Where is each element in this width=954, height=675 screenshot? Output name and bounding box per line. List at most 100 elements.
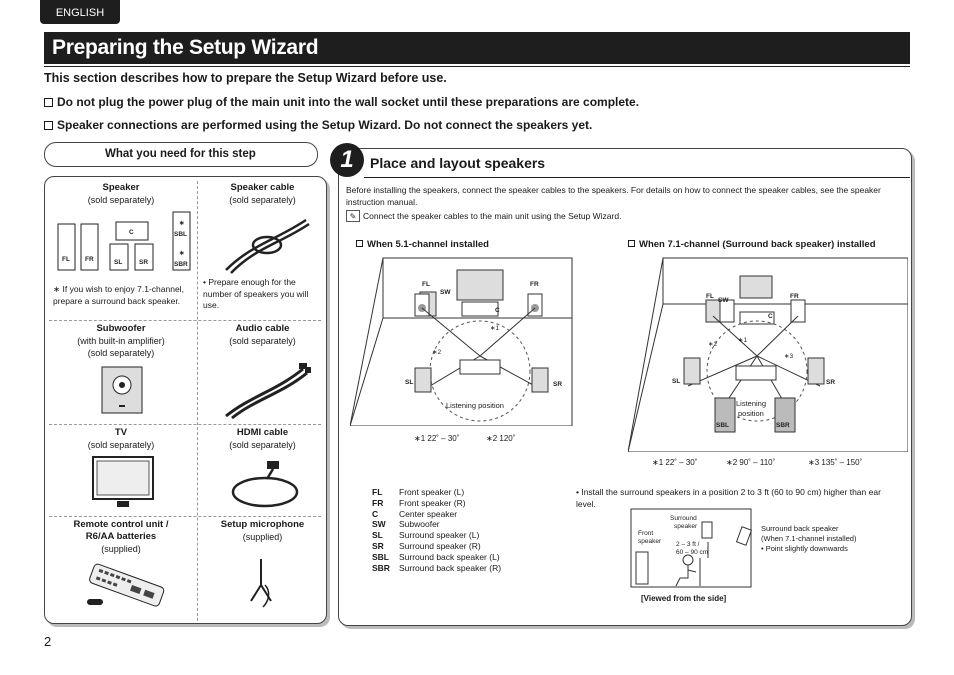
heading-51: When 5.1-channel installed [356, 239, 489, 250]
d51-sw: SW [440, 289, 451, 296]
asterisk-mark: ∗ [179, 220, 185, 227]
legend-text: Center speaker [399, 508, 458, 519]
item-subwoofer-detail: (with built-in amplifier) [77, 336, 165, 346]
language-tab: ENGLISH [40, 0, 120, 24]
legend-abbr: FL [372, 487, 383, 497]
d71-angle1-mark: ∗1 [738, 337, 747, 344]
heading-71-text: When 7.1-channel (Surround back speaker)… [639, 239, 876, 250]
d51-listening: Listening position [446, 401, 504, 410]
legend-text: Subwoofer [399, 519, 440, 530]
d71-angle2: ∗2 90˚ – 110˚ [726, 458, 776, 467]
d71-fr: FR [790, 293, 799, 300]
d71-angle2-mark: ∗2 [708, 341, 717, 348]
bullet-1: Do not plug the power plug of the main u… [44, 95, 639, 109]
d71-angle1: ∗1 22˚ – 30˚ [652, 458, 698, 467]
sv-sb-1: Surround back speaker [761, 524, 839, 533]
row-divider [49, 320, 321, 321]
item-subwoofer-detail2: (sold separately) [87, 348, 155, 358]
d71-sw: SW [718, 297, 729, 304]
item-microphone: Setup microphone (supplied) [197, 519, 328, 543]
legend-abbr: SR [372, 540, 384, 551]
asterisk-mark: ∗ [179, 250, 185, 257]
d51-angle2: ∗2 120˚ [486, 434, 516, 443]
legend-row: C Center speaker [372, 509, 501, 520]
cable-note: • Prepare enough for the number of speak… [203, 277, 309, 310]
legend-text: Front speaker (L) [399, 487, 465, 497]
legend-abbr: SBR [372, 562, 390, 573]
sv-dist-2: 60 – 90 cm [676, 549, 708, 556]
d51-fl: FL [422, 281, 430, 288]
label-fl: FL [62, 256, 70, 263]
item-audio-cable-detail: (sold separately) [229, 336, 296, 346]
tip-row: ✎Connect the speaker cables to the main … [346, 210, 621, 223]
bullet-2: Speaker connections are performed using … [44, 118, 592, 132]
checkbox-icon [44, 121, 53, 130]
item-speaker-name: Speaker [102, 182, 140, 193]
row-divider [49, 516, 321, 517]
item-remote-name: Remote control unit / [73, 519, 169, 530]
d51-angle1-mark: ∗1 [490, 325, 499, 332]
legend-row: SBR Surround back speaker (R) [372, 563, 501, 574]
bullet-2-text: Speaker connections are performed using … [57, 118, 593, 132]
items-panel: Speaker (sold separately) FL FR C SL SR … [44, 176, 327, 624]
step-rule [364, 177, 910, 178]
side-view-caption: [Viewed from the side] [641, 594, 727, 603]
sv-surround-1: Surround [670, 515, 697, 522]
remote-illustration [87, 563, 165, 607]
microphone-illustration [250, 559, 272, 608]
label-fr: FR [85, 256, 94, 263]
d71-angle3-mark: ∗3 [784, 353, 793, 360]
sv-sb-3: • Point slightly downwards [761, 544, 848, 553]
item-tv-name: TV [114, 427, 128, 438]
legend-abbr: C [372, 508, 379, 519]
label-sbl: SBL [174, 231, 187, 238]
subwoofer-illustration [101, 366, 143, 414]
d71-sbl: SBL [716, 422, 729, 429]
checkbox-icon [628, 240, 635, 247]
d71-listening-2: position [738, 409, 764, 418]
d51-angle1: ∗1 22˚ – 30˚ [414, 434, 460, 443]
label-sbr: SBR [174, 261, 188, 268]
item-microphone-name: Setup microphone [220, 519, 305, 530]
item-speaker-cable-name: Speaker cable [230, 182, 295, 193]
sv-sb-2: (When 7.1-channel installed) [761, 534, 857, 543]
speaker-note-text: If you wish to enjoy 7.1-channel, prepar… [53, 284, 184, 306]
item-hdmi-cable-name: HDMI cable [236, 427, 289, 438]
audio-cable-illustration [225, 363, 311, 420]
d71-c: C [768, 313, 773, 320]
speaker-set-illustration: FL FR C SL SR SBL SBR ∗ ∗ [57, 211, 191, 271]
item-tv-detail: (sold separately) [87, 440, 155, 450]
d51-angle2-mark: ∗2 [432, 349, 441, 356]
legend-abbr: FR [372, 497, 384, 508]
d51-sr: SR [553, 381, 562, 388]
d71-sr: SR [826, 379, 835, 386]
item-audio-cable-name: Audio cable [235, 323, 290, 334]
item-speaker: Speaker (sold separately) [45, 182, 197, 206]
checkbox-icon [356, 240, 363, 247]
surround-back-speaker-icon [736, 526, 753, 546]
d51-sl: SL [405, 379, 413, 386]
legend-text: Surround back speaker (R) [399, 562, 502, 573]
layout-panel [338, 148, 912, 626]
d71-sbr: SBR [776, 422, 790, 429]
diagram-51: FL FR SW C SL SR ∗1 ∗2 Listening positio… [350, 257, 573, 426]
label-c: C [129, 229, 134, 236]
page-title: Preparing the Setup Wizard [52, 36, 319, 59]
sv-dist-1: 2 – 3 ft / [676, 541, 700, 548]
legend-abbr: SBL [372, 551, 389, 562]
item-speaker-cable: Speaker cable (sold separately) [197, 182, 328, 206]
need-tab: What you need for this step [44, 142, 318, 167]
item-tv: TV (sold separately) [45, 427, 197, 451]
sv-front-2: speaker [638, 538, 662, 545]
legend-row: FL Front speaker (L) [372, 487, 501, 498]
row-divider [49, 424, 321, 425]
item-subwoofer: Subwoofer (with built-in amplifier) (sol… [45, 323, 197, 359]
page-number: 2 [44, 634, 52, 649]
item-hdmi-cable-detail: (sold separately) [229, 440, 296, 450]
heading-51-text: When 5.1-channel installed [367, 239, 489, 250]
legend-abbr: SL [372, 530, 383, 541]
item-hdmi-cable: HDMI cable (sold separately) [197, 427, 328, 451]
